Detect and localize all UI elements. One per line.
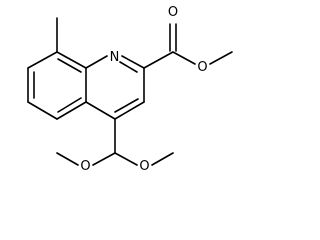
atom-label-o-carbonyl: O [168,5,178,20]
bond-c8a-n1 [85,55,108,69]
bond-c8-c8a [56,51,87,69]
bond-n1-c2-inner [119,61,138,73]
bond-c4a-c5-inner [57,97,82,113]
bond-c7-c8 [27,51,58,69]
bond-acetal-c-o1 [92,152,116,166]
atom-label-o-ester: O [197,60,207,75]
bond-o2-methyl [151,152,174,166]
atom-label-n1: N [110,50,120,65]
chemical-structure-diagram: N O O O O [27,5,233,174]
bond-o-ester-methyl [209,51,233,65]
bond-c2-carbonyl-c [143,51,174,69]
bond-n1-c2 [121,55,145,69]
bond-carbonyl-c-o-ester [172,51,196,65]
atom-label-o-acetal-2: O [139,159,149,174]
bond-c3-c4-inner [114,98,139,113]
bond-o1-methyl [56,152,79,166]
bond-c4-c4a [85,101,116,120]
bond-c5-c6 [27,101,58,120]
structure-canvas: N O O O O [27,5,233,174]
bond-acetal-c-o2 [114,152,138,166]
bond-c8-c8a-inner [57,58,82,73]
bond-c4a-c5 [56,101,87,120]
atom-label-o-acetal-1: O [80,159,90,174]
bond-c3-c4 [114,101,145,120]
